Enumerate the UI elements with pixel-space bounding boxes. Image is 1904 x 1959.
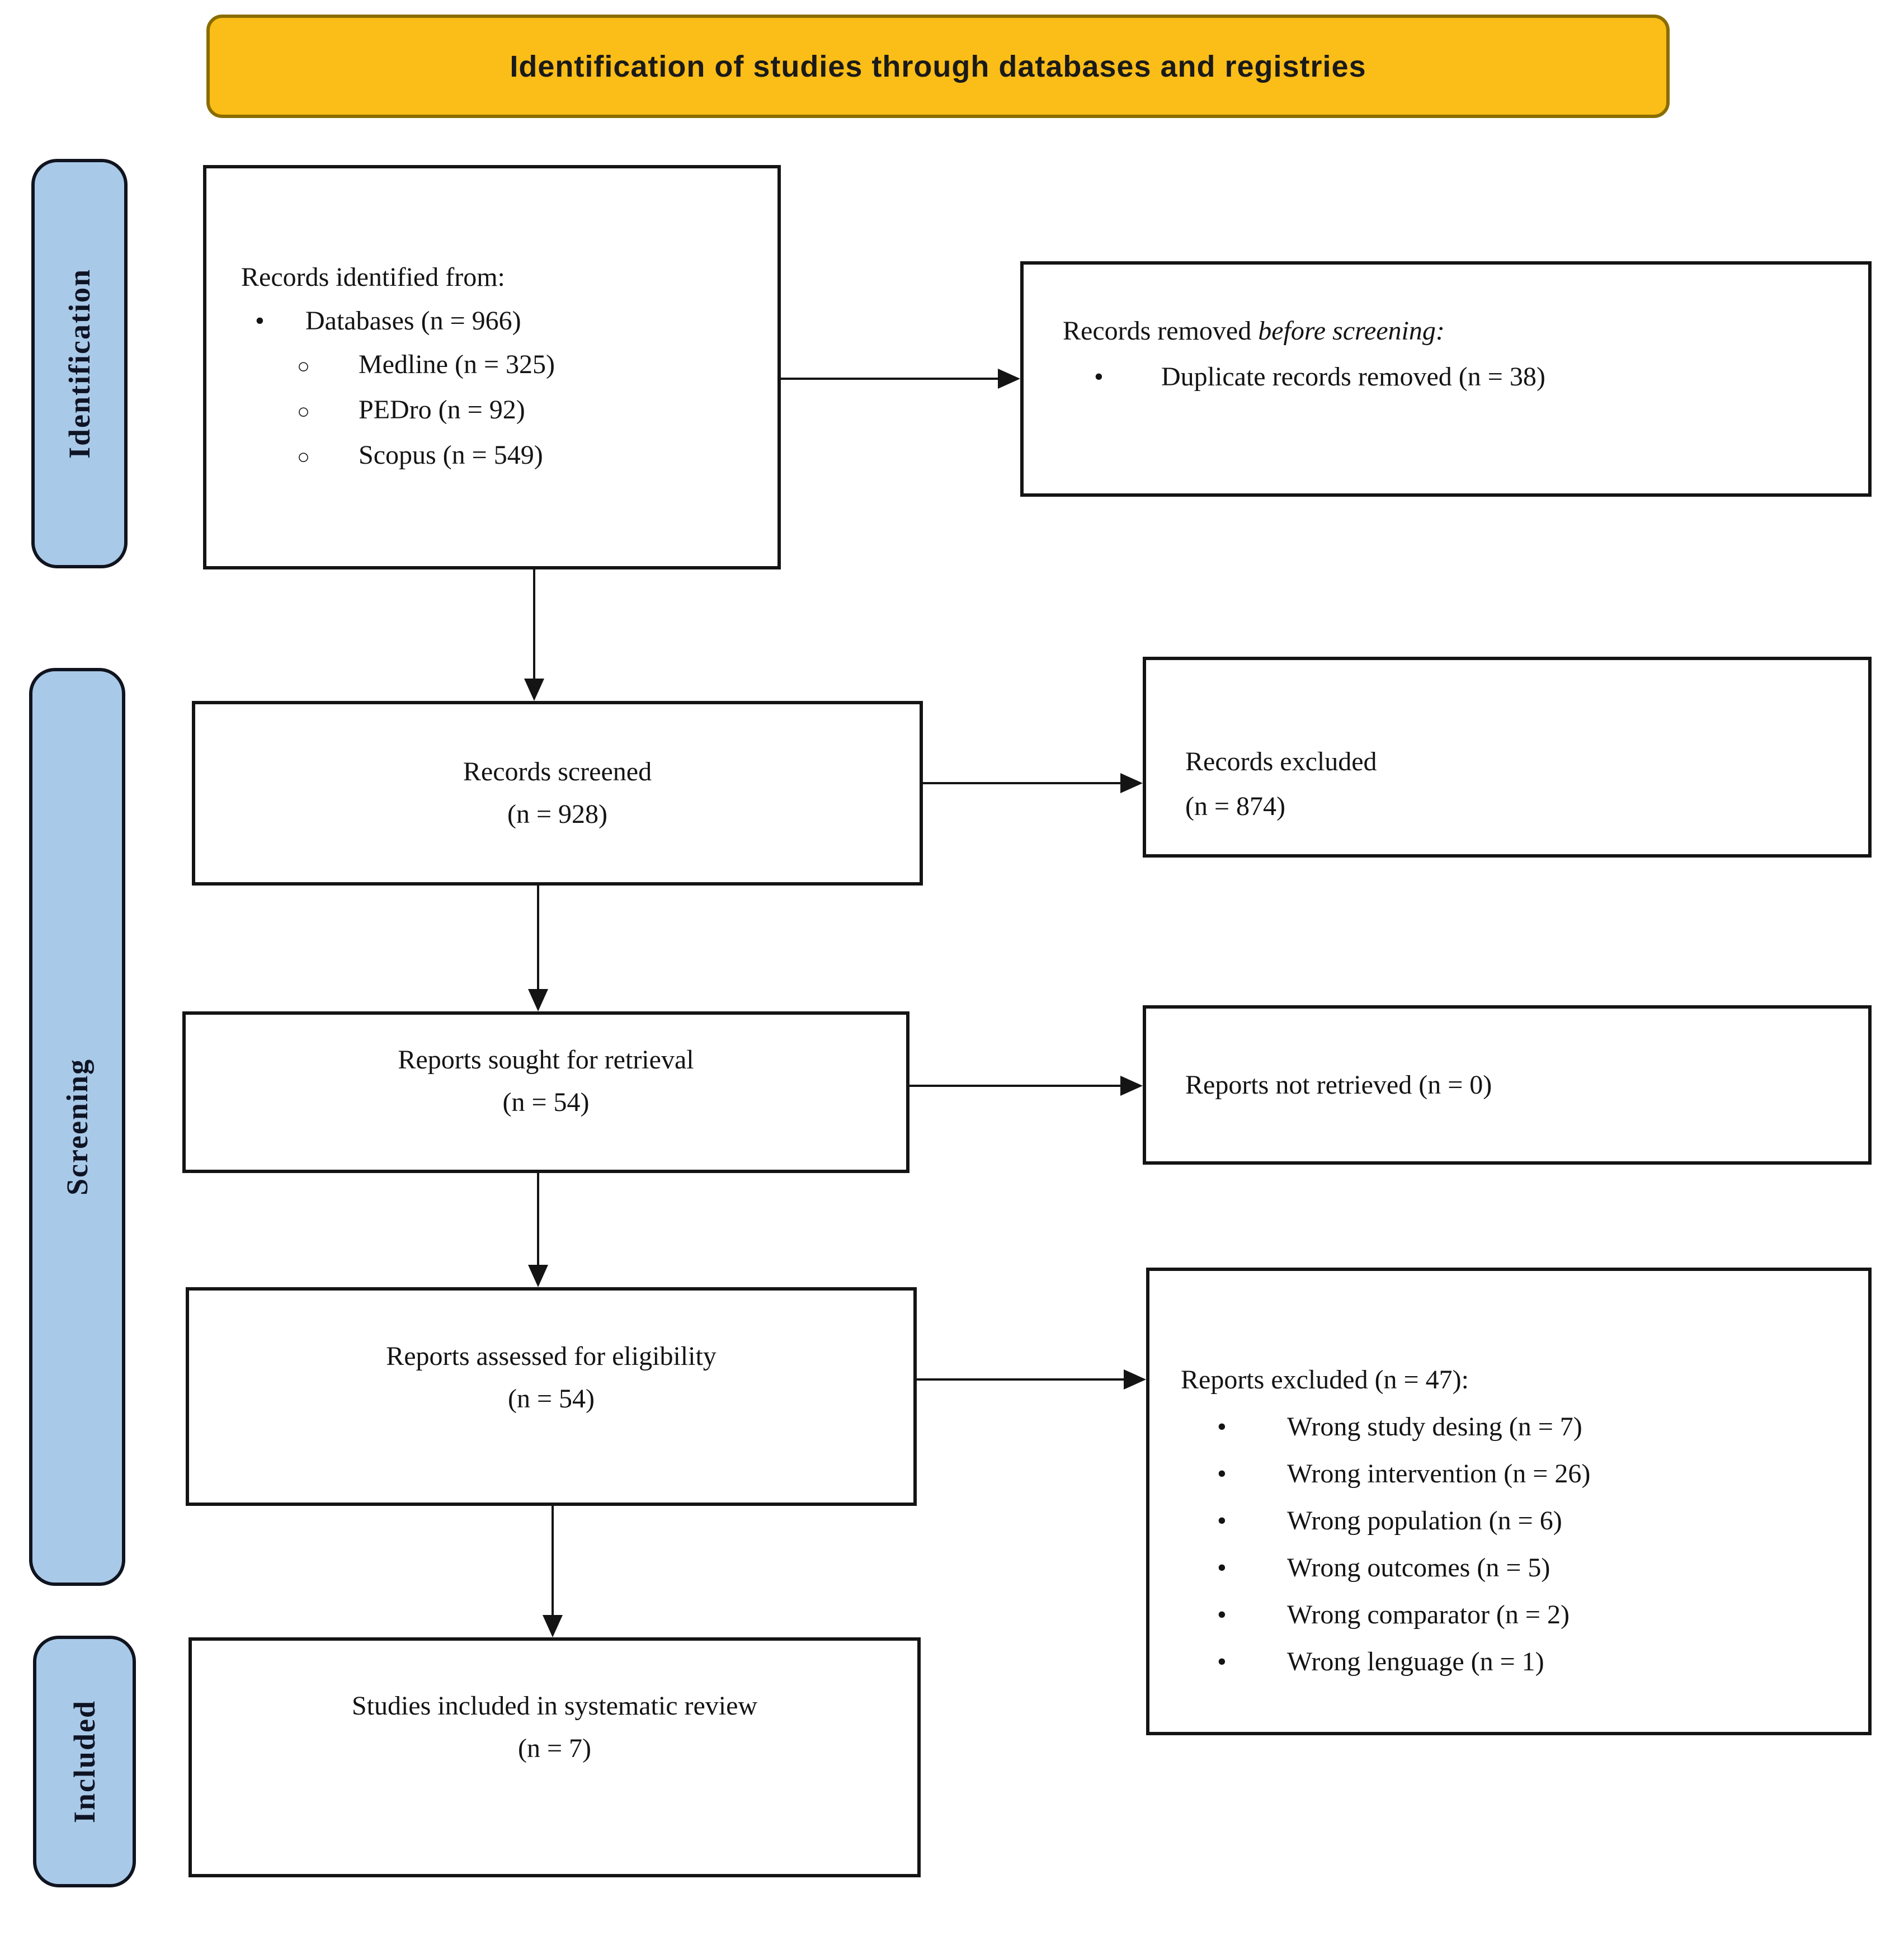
bullet-icon: • (1217, 1459, 1227, 1489)
list-item: • Wrong intervention (n = 26) (1181, 1451, 1590, 1497)
reports-sought-line2: (n = 54) (502, 1087, 590, 1117)
records-identified-scopus: Scopus (n = 549) (359, 440, 543, 470)
records-excluded-line1: Records excluded (1185, 746, 1377, 776)
arrow-assessed-to-included (543, 1506, 563, 1637)
arrow-assessed-to-excluded (917, 1369, 1146, 1390)
list-item: • Wrong outcomes (n = 5) (1181, 1544, 1550, 1591)
duplicates-removed-text: Duplicate records removed (n = 38) (1161, 361, 1545, 392)
circle-bullet-icon: ○ (297, 355, 310, 378)
bullet-icon: • (255, 306, 265, 336)
reports-assessed-line1: Reports assessed for eligibility (386, 1341, 717, 1371)
excluded-reason-language: Wrong lenguage (n = 1) (1287, 1647, 1544, 1677)
bullet-icon: • (1217, 1553, 1227, 1583)
reports-excluded-title: Reports excluded (n = 47): (1181, 1365, 1469, 1395)
bullet-icon: • (1094, 361, 1104, 392)
arrow-identified-to-screened (524, 569, 544, 701)
box-records-excluded: Records excluded (n = 874) (1143, 657, 1872, 858)
arrow-shaft (923, 782, 1121, 784)
records-identified-pedro: PEDro (n = 92) (359, 395, 525, 425)
banner: Identification of studies through databa… (206, 15, 1670, 118)
arrow-right-head-icon (1120, 773, 1143, 793)
stage-panel-included: Included (33, 1636, 136, 1887)
stage-label-included: Included (68, 1699, 101, 1824)
arrow-shaft (552, 1506, 554, 1616)
stage-panel-screening: Screening (29, 668, 125, 1586)
arrow-shaft (781, 378, 999, 380)
stage-panel-identification: Identification (31, 159, 128, 568)
arrow-down-head-icon (543, 1615, 563, 1637)
arrow-sought-to-assessed (528, 1173, 548, 1287)
list-item: • Wrong study desing (n = 7) (1181, 1404, 1582, 1451)
records-identified-databases: Databases (n = 966) (305, 306, 521, 336)
arrow-screened-to-excluded (923, 773, 1143, 793)
stage-label-identification: Identification (63, 268, 96, 459)
list-item: • Databases (n = 966) (241, 299, 521, 343)
records-removed-title-italic: before screening: (1258, 315, 1445, 346)
arrow-identified-to-removed (781, 369, 1020, 389)
records-identified-medline: Medline (n = 325) (359, 350, 555, 379)
banner-title: Identification of studies through databa… (510, 49, 1366, 83)
records-removed-title: Records removed before screening: (1063, 308, 1445, 354)
list-item: • Duplicate records removed (n = 38) (1063, 354, 1545, 400)
box-reports-not-retrieved: Reports not retrieved (n = 0) (1143, 1005, 1872, 1165)
arrow-sought-to-not-retrieved (909, 1076, 1143, 1096)
records-identified-title: Records identified from: (241, 262, 505, 292)
records-screened-line2: (n = 928) (507, 799, 608, 829)
records-screened-line1: Records screened (463, 757, 652, 787)
box-records-identified: Records identified from: • Databases (n … (203, 165, 781, 569)
stage-label-screening: Screening (60, 1058, 94, 1195)
excluded-reason-population: Wrong population (n = 6) (1287, 1506, 1562, 1536)
list-item: • Wrong lenguage (n = 1) (1181, 1638, 1544, 1685)
arrow-down-head-icon (528, 1265, 548, 1287)
excluded-reason-outcomes: Wrong outcomes (n = 5) (1287, 1553, 1550, 1583)
circle-bullet-icon: ○ (297, 445, 310, 469)
arrow-shaft (917, 1378, 1125, 1381)
reports-sought-line1: Reports sought for retrieval (398, 1044, 694, 1075)
box-studies-included: Studies included in systematic review (n… (188, 1637, 921, 1877)
records-removed-title-prefix: Records removed (1063, 315, 1259, 346)
arrow-down-head-icon (528, 989, 548, 1011)
list-item: • Wrong comparator (n = 2) (1181, 1591, 1570, 1638)
arrow-right-head-icon (998, 369, 1020, 389)
arrow-down-head-icon (524, 679, 544, 701)
box-reports-sought: Reports sought for retrieval (n = 54) (182, 1011, 909, 1173)
arrow-right-head-icon (1124, 1369, 1146, 1390)
excluded-reason-comparator: Wrong comparator (n = 2) (1287, 1600, 1570, 1630)
arrow-shaft (909, 1085, 1121, 1087)
excluded-reason-study-design: Wrong study desing (n = 7) (1287, 1412, 1582, 1442)
bullet-icon: • (1217, 1412, 1227, 1442)
arrow-right-head-icon (1120, 1076, 1143, 1096)
list-item: ○ Scopus (n = 549) (241, 434, 543, 479)
box-reports-excluded: Reports excluded (n = 47): • Wrong study… (1146, 1268, 1872, 1735)
records-excluded-line2: (n = 874) (1185, 791, 1286, 821)
bullet-icon: • (1217, 1506, 1227, 1536)
excluded-reason-intervention: Wrong intervention (n = 26) (1287, 1459, 1591, 1489)
reports-not-retrieved-line1: Reports not retrieved (n = 0) (1185, 1070, 1492, 1100)
list-item: • Wrong population (n = 6) (1181, 1497, 1562, 1544)
box-records-screened: Records screened (n = 928) (192, 701, 923, 886)
arrow-screened-to-sought (528, 886, 548, 1011)
bullet-icon: • (1217, 1600, 1227, 1630)
studies-included-line1: Studies included in systematic review (351, 1690, 758, 1721)
box-records-removed: Records removed before screening: • Dupl… (1020, 261, 1872, 497)
box-reports-assessed: Reports assessed for eligibility (n = 54… (186, 1287, 917, 1506)
circle-bullet-icon: ○ (297, 400, 310, 423)
reports-assessed-line2: (n = 54) (507, 1383, 595, 1414)
arrow-shaft (533, 569, 535, 680)
list-item: ○ Medline (n = 325) (241, 343, 555, 388)
list-item: ○ PEDro (n = 92) (241, 388, 525, 434)
arrow-shaft (537, 886, 539, 990)
arrow-shaft (537, 1173, 539, 1266)
studies-included-line2: (n = 7) (517, 1733, 592, 1763)
bullet-icon: • (1217, 1647, 1227, 1677)
